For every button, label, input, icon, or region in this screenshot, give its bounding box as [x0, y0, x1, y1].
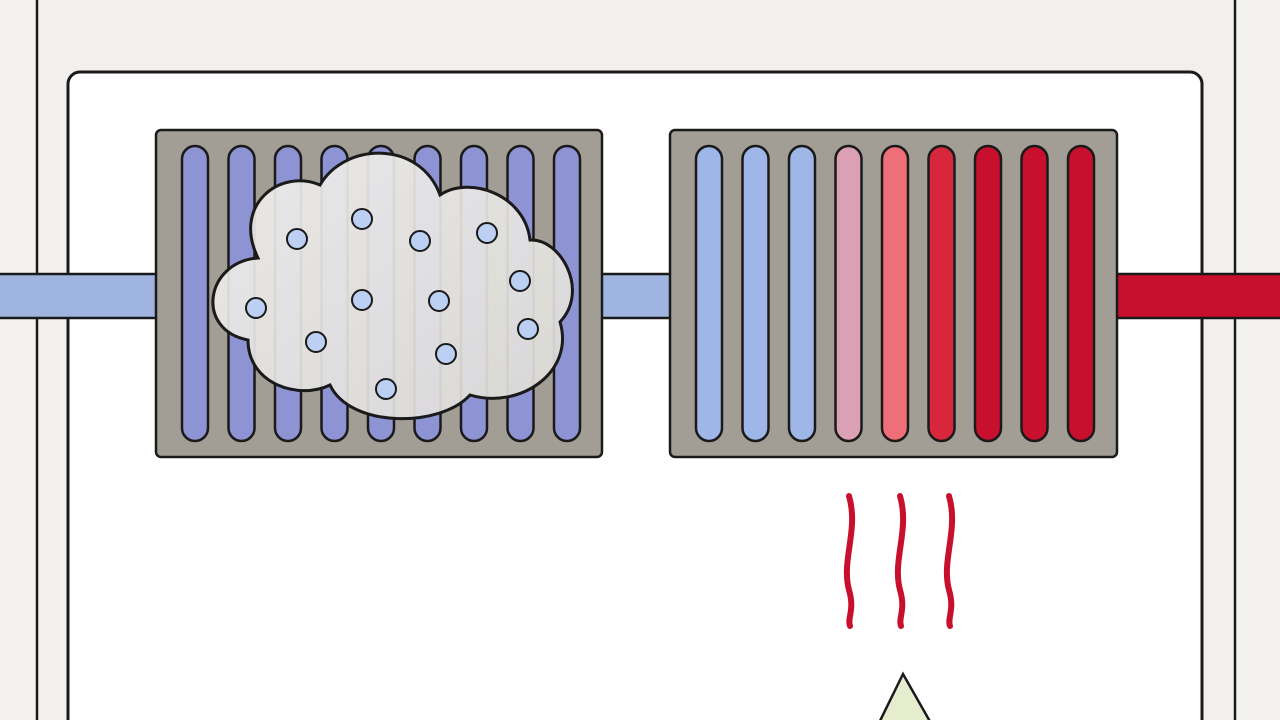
heater-slot	[973, 144, 1003, 443]
steam-cloud	[211, 151, 574, 420]
heater-block	[668, 128, 1119, 459]
heat-waves	[843, 493, 956, 629]
cloud-shape	[211, 151, 574, 420]
heater-slot	[927, 144, 956, 443]
water-droplet	[409, 230, 431, 252]
water-droplet	[428, 290, 450, 312]
heater-slot	[741, 144, 770, 443]
burner-flame	[879, 671, 931, 720]
water-droplet	[435, 343, 457, 365]
water-droplet	[245, 297, 267, 319]
heater-slot	[694, 144, 724, 443]
heater-slot	[1020, 144, 1049, 443]
heater-slot	[834, 144, 863, 443]
water-droplet	[351, 208, 373, 230]
heat-wave-line	[843, 493, 856, 629]
heater-slot	[1066, 144, 1096, 443]
hot-outlet-pipe	[1112, 272, 1280, 320]
heater-slots	[694, 144, 1096, 443]
water-droplet	[375, 378, 397, 400]
water-droplet	[305, 331, 327, 353]
water-droplet	[286, 228, 308, 250]
heat-wave-line	[943, 493, 956, 629]
water-droplet	[517, 318, 539, 340]
heater-slot	[787, 144, 817, 443]
water-droplet	[509, 270, 531, 292]
water-droplet	[351, 289, 373, 311]
connecting-pipe	[596, 272, 676, 320]
water-droplet	[476, 222, 498, 244]
cold-inlet-pipe	[0, 272, 161, 320]
heat-wave-line	[894, 493, 907, 629]
heater-slot	[880, 144, 910, 443]
water-droplets	[245, 208, 539, 400]
condenser-slot	[180, 144, 210, 443]
